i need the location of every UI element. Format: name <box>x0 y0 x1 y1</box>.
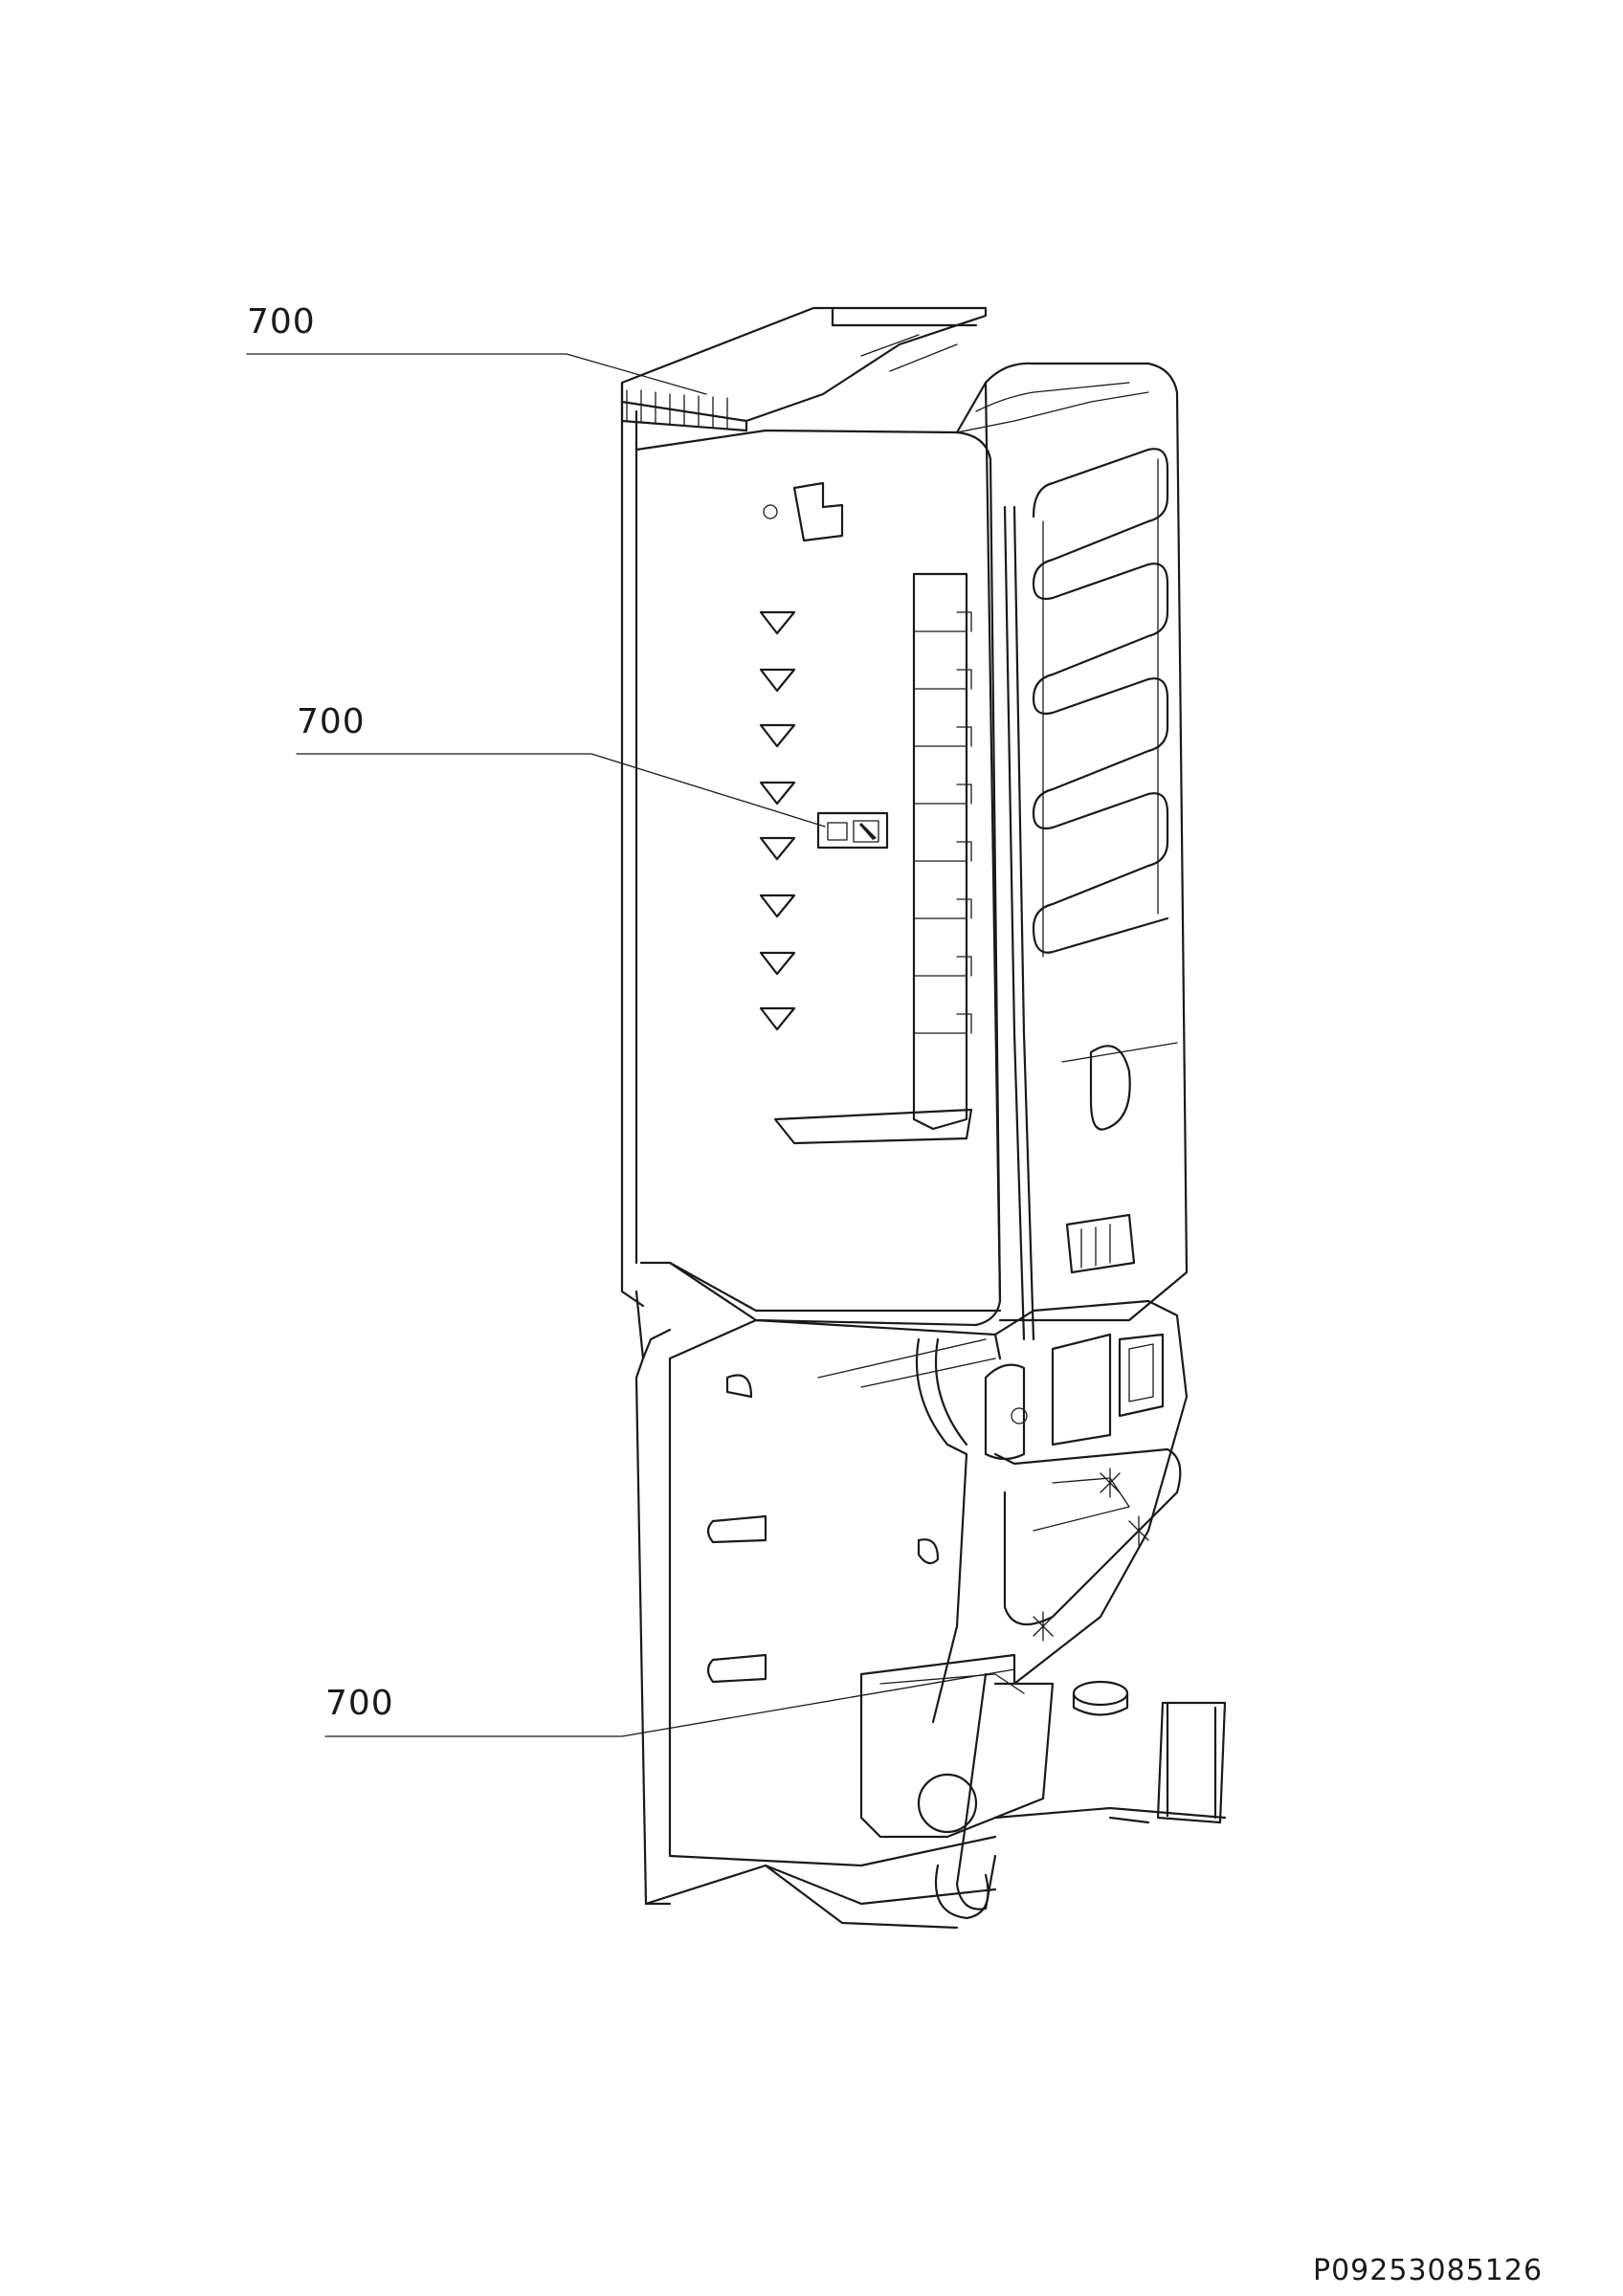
top-cover-panel <box>620 306 988 432</box>
callout-label-middle: 700 <box>297 702 366 741</box>
drawing-code: P09253085126 <box>1313 2254 1544 2287</box>
upper-cabinet <box>620 362 1189 1341</box>
shelf-supports <box>759 610 796 1031</box>
lower-cabinet <box>634 1290 1227 1930</box>
callout-label-bottom: 700 <box>325 1684 394 1723</box>
center-clip <box>816 811 889 850</box>
callout-leaders <box>246 353 1015 1737</box>
callout-label-top: 700 <box>247 302 316 342</box>
